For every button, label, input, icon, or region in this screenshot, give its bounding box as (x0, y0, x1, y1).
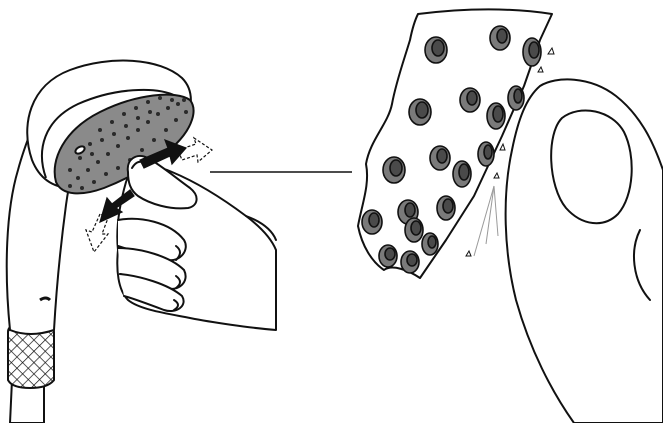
rub-direction-arrows (85, 136, 213, 254)
hand-rubbing-nozzles (116, 154, 277, 331)
detail-thumbnail (550, 109, 633, 225)
spray-lines (473, 185, 499, 257)
nozzle (361, 209, 383, 235)
thumb-wiping-nozzles (504, 78, 663, 423)
nozzle (400, 250, 420, 274)
showerhead-rim (41, 88, 177, 179)
nozzle (408, 98, 432, 126)
nozzle (421, 232, 439, 256)
face-nozzles (68, 96, 188, 190)
nozzle-array (361, 25, 542, 274)
nozzle (424, 36, 448, 64)
nozzle (452, 160, 472, 188)
nozzle (522, 37, 542, 67)
handle-logo-mark (39, 296, 52, 302)
nozzle (378, 244, 398, 268)
arrow-solid-left (99, 189, 135, 224)
nozzle (436, 195, 456, 221)
finger-3 (119, 273, 185, 312)
thumb (126, 154, 198, 210)
arrow-dashed-right (177, 136, 213, 164)
nozzle-plate-detail (357, 8, 562, 279)
nozzle (507, 85, 525, 111)
detail-thumb (504, 78, 663, 423)
nozzle (477, 141, 495, 167)
nozzle (404, 217, 424, 243)
arrow-solid-right (139, 138, 188, 169)
arrow-dashed-down (85, 213, 110, 254)
wrist-line (245, 215, 277, 241)
nozzle (382, 156, 406, 184)
shell-button (74, 145, 86, 155)
thumb-crease (633, 229, 651, 301)
nozzle (489, 25, 511, 51)
nozzle (459, 87, 481, 113)
nozzle (429, 145, 451, 171)
nozzle (486, 102, 506, 130)
